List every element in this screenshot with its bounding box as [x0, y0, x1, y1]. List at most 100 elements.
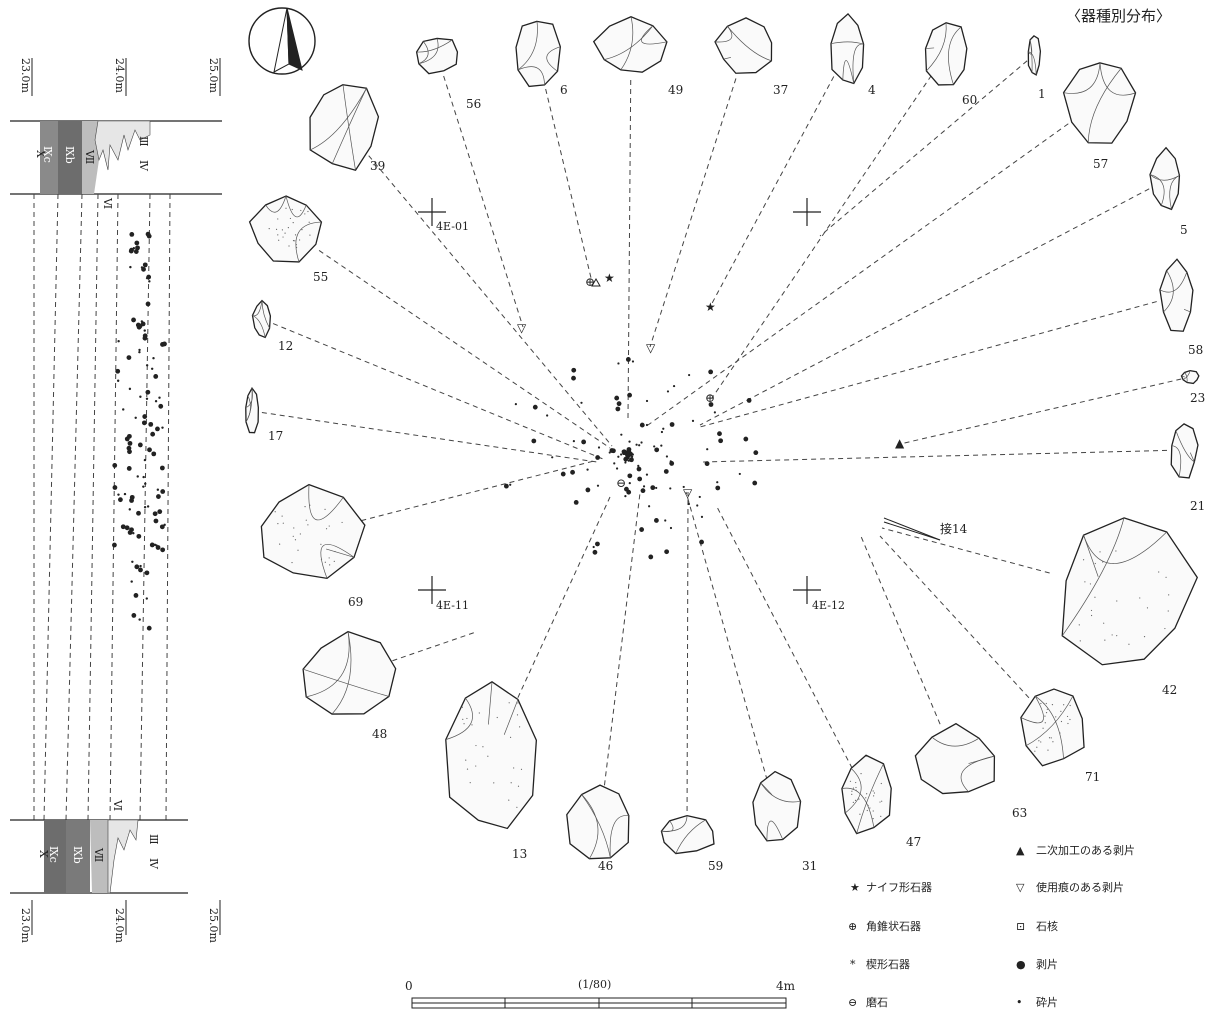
- layer-label-top-iv: Ⅳ: [137, 160, 150, 172]
- grid-label-4e-12: 4E-12: [812, 599, 845, 612]
- leader-line-6: [543, 80, 593, 283]
- profile-point: [127, 440, 133, 446]
- artifact-48-drawing: [302, 630, 397, 715]
- legend-symbol-grinding: ⊖: [848, 996, 857, 1009]
- legend-symbol-usewear: ▽: [1016, 881, 1025, 894]
- find-point: [660, 444, 663, 447]
- profile-point: [142, 262, 148, 268]
- profile-point: [147, 447, 152, 453]
- leader-line-21: [701, 449, 1168, 463]
- find-point: [717, 431, 722, 437]
- find-point: [531, 438, 537, 444]
- layer-label-top-iii: Ⅲ: [137, 136, 150, 147]
- find-point: [650, 485, 656, 491]
- artifact-57-drawing: [1062, 62, 1137, 144]
- artifact-label-21: 21: [1190, 499, 1205, 513]
- leader-line-31: [685, 491, 768, 781]
- find-point: [669, 526, 673, 530]
- depth-label-top-24: 24.0m: [113, 58, 126, 93]
- find-point: [639, 422, 645, 428]
- leader-line-12: [272, 323, 604, 460]
- legend-symbol-pyramidal: ⊕: [848, 920, 857, 933]
- find-point: [615, 467, 619, 470]
- profile-point: [156, 488, 160, 491]
- find-point: [682, 485, 685, 489]
- artifact-42-drawing: [1061, 517, 1199, 666]
- profile-point: [160, 547, 166, 553]
- find-point: [653, 445, 656, 448]
- profile-point: [132, 247, 136, 250]
- profile-point: [127, 530, 133, 535]
- artifact-1-drawing: [1027, 35, 1042, 76]
- find-point: [629, 457, 634, 463]
- find-point: [743, 436, 749, 442]
- profile-point: [117, 493, 120, 496]
- profile-point: [124, 525, 130, 531]
- find-point: [654, 447, 660, 453]
- find-point: [645, 399, 649, 403]
- scale-start-label: 0: [405, 979, 413, 993]
- find-point: [514, 403, 517, 406]
- profile-point: [146, 274, 152, 280]
- profile-point: [159, 524, 165, 530]
- find-point: [624, 461, 627, 464]
- artifact-5-drawing: [1149, 146, 1181, 211]
- profile-point: [138, 348, 141, 352]
- profile-point: [135, 322, 141, 328]
- find-point: [581, 439, 587, 445]
- scale-bar: 0 (1/80) 4m: [405, 978, 796, 1009]
- profile-point: [145, 301, 151, 307]
- profile-point: [133, 593, 139, 598]
- layer-label-top-vi: Ⅵ: [101, 197, 114, 209]
- find-point: [713, 411, 716, 414]
- profile-point: [143, 458, 147, 462]
- symbol-grinding: ⊖: [616, 476, 626, 490]
- artifact-60-drawing: [924, 22, 968, 86]
- profile-point: [151, 451, 157, 457]
- profile-point: [163, 523, 166, 527]
- leader-line-56: [443, 75, 524, 328]
- profile-point: [136, 475, 139, 478]
- profile-point: [143, 329, 146, 332]
- find-point: [597, 446, 601, 449]
- profile-point: [126, 433, 132, 439]
- profile-point: [145, 397, 149, 400]
- profile-point: [153, 518, 159, 524]
- find-point: [503, 483, 509, 489]
- find-point: [571, 367, 577, 373]
- find-point: [626, 447, 632, 452]
- artifact-31-drawing: [752, 770, 802, 842]
- artifact-46-drawing: [566, 784, 630, 860]
- artifact-label-55: 55: [313, 270, 328, 284]
- find-point: [640, 441, 643, 444]
- artifact-49-drawing: [592, 16, 668, 73]
- leader-line-69: [361, 460, 595, 522]
- grid-label-4e-01: 4E-01: [436, 220, 469, 233]
- find-point: [664, 549, 670, 555]
- profile-point: [145, 364, 149, 367]
- artifact-label-69: 69: [348, 595, 363, 609]
- artifact-label-17: 17: [268, 429, 283, 443]
- legend-label-chip: 砕片: [1036, 995, 1058, 1009]
- artifact-63-drawing: [914, 722, 996, 795]
- legend-symbol-wedge: *: [850, 958, 856, 971]
- profile-point: [160, 489, 166, 494]
- artifact-label-1: 1: [1038, 87, 1046, 101]
- find-point: [546, 414, 549, 417]
- scale-end-label: 4m: [776, 979, 796, 993]
- profile-point: [118, 497, 123, 503]
- layer-label-bottom-ixc: Ⅸc: [47, 846, 60, 863]
- profile-point: [143, 506, 147, 509]
- symbol-knife-point-2: ★: [705, 300, 716, 314]
- find-point: [706, 448, 709, 451]
- profile-point: [142, 414, 148, 419]
- find-point: [698, 495, 701, 499]
- artifact-71-drawing: [1020, 688, 1085, 767]
- find-point: [699, 539, 704, 545]
- profile-point: [158, 403, 164, 409]
- leader-line-71: [879, 535, 1030, 699]
- leader-line-49: [627, 79, 632, 419]
- leader-line-63: [859, 533, 941, 725]
- profile-point: [116, 379, 120, 382]
- profile-point: [161, 426, 164, 429]
